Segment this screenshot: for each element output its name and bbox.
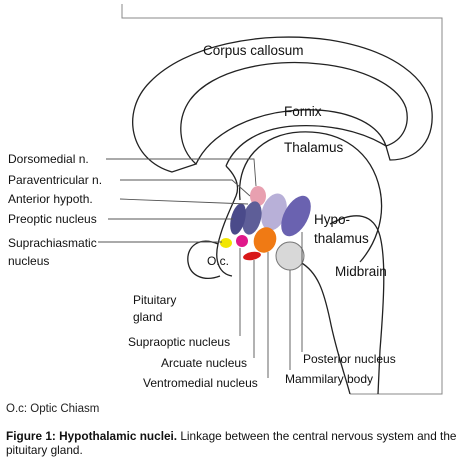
posterior-nucleus-shape [281,195,311,237]
ventricle-wall [216,165,239,277]
label-anterior-hypoth: Anterior hypoth. [8,192,93,206]
label-ventromedial: Ventromedial nucleus [143,376,258,390]
label-supraoptic: Supraoptic nucleus [128,335,230,349]
suprachiasmatic-nucleus-shape [220,238,232,248]
ventromedial-nucleus-shape [253,227,277,253]
leader-dorsomedial [106,158,257,187]
fornix-shape [195,109,388,167]
corpus-callosum-shape [132,36,433,173]
label-dorsomedial: Dorsomedial n. [8,152,89,166]
label-fornix: Fornix [284,104,322,119]
pituitary-outline [187,240,221,279]
leader-paraventricular [120,179,251,197]
caption-body: Linkage between the central nervous syst… [6,429,457,457]
anterior-hypothalamus-shape [242,201,262,235]
midbrain-shape [299,215,385,395]
caption-title: Figure 1: Hypothalamic nuclei. [6,429,178,443]
paraventricular-nucleus-shape [250,186,266,206]
arcuate-nucleus-shape [243,251,261,261]
footnote: O.c: Optic Chiasm [6,403,100,415]
label-corpus-callosum: Corpus callosum [203,43,304,58]
label-posterior: Posterior nucleus [303,352,396,366]
label-suprachiasmatic-line2: nucleus [8,254,49,268]
hypothalamus-diagram: Corpus callosum Fornix Thalamus Hypo- th… [8,4,443,395]
label-mammilary: Mammilary body [285,372,373,386]
label-optic-chiasm: O.c. [207,254,229,268]
label-pituitary-line1: Pituitary [133,293,176,307]
preoptic-nucleus-shape [230,203,246,235]
label-pituitary-line2: gland [133,310,162,324]
supraoptic-nucleus-shape [236,235,248,247]
label-arcuate: Arcuate nucleus [161,356,247,370]
label-midbrain: Midbrain [335,264,387,279]
label-thalamus: Thalamus [284,140,344,155]
figure-caption: Figure 1: Hypothalamic nuclei. Linkage b… [6,429,458,457]
dorsomedial-nucleus-shape [261,193,287,231]
label-hypothalamus-line1: Hypo- [314,212,350,227]
leader-anterior [119,198,249,205]
label-suprachiasmatic-line1: Suprachiasmatic [8,236,97,250]
diagram-frame [121,4,443,395]
mammilary-body-shape [275,241,305,271]
thalamus-shape [238,131,383,263]
label-preoptic: Preoptic nucleus [8,212,97,226]
label-hypothalamus-line2: thalamus [314,231,369,246]
label-paraventricular: Paraventricular n. [8,173,102,187]
